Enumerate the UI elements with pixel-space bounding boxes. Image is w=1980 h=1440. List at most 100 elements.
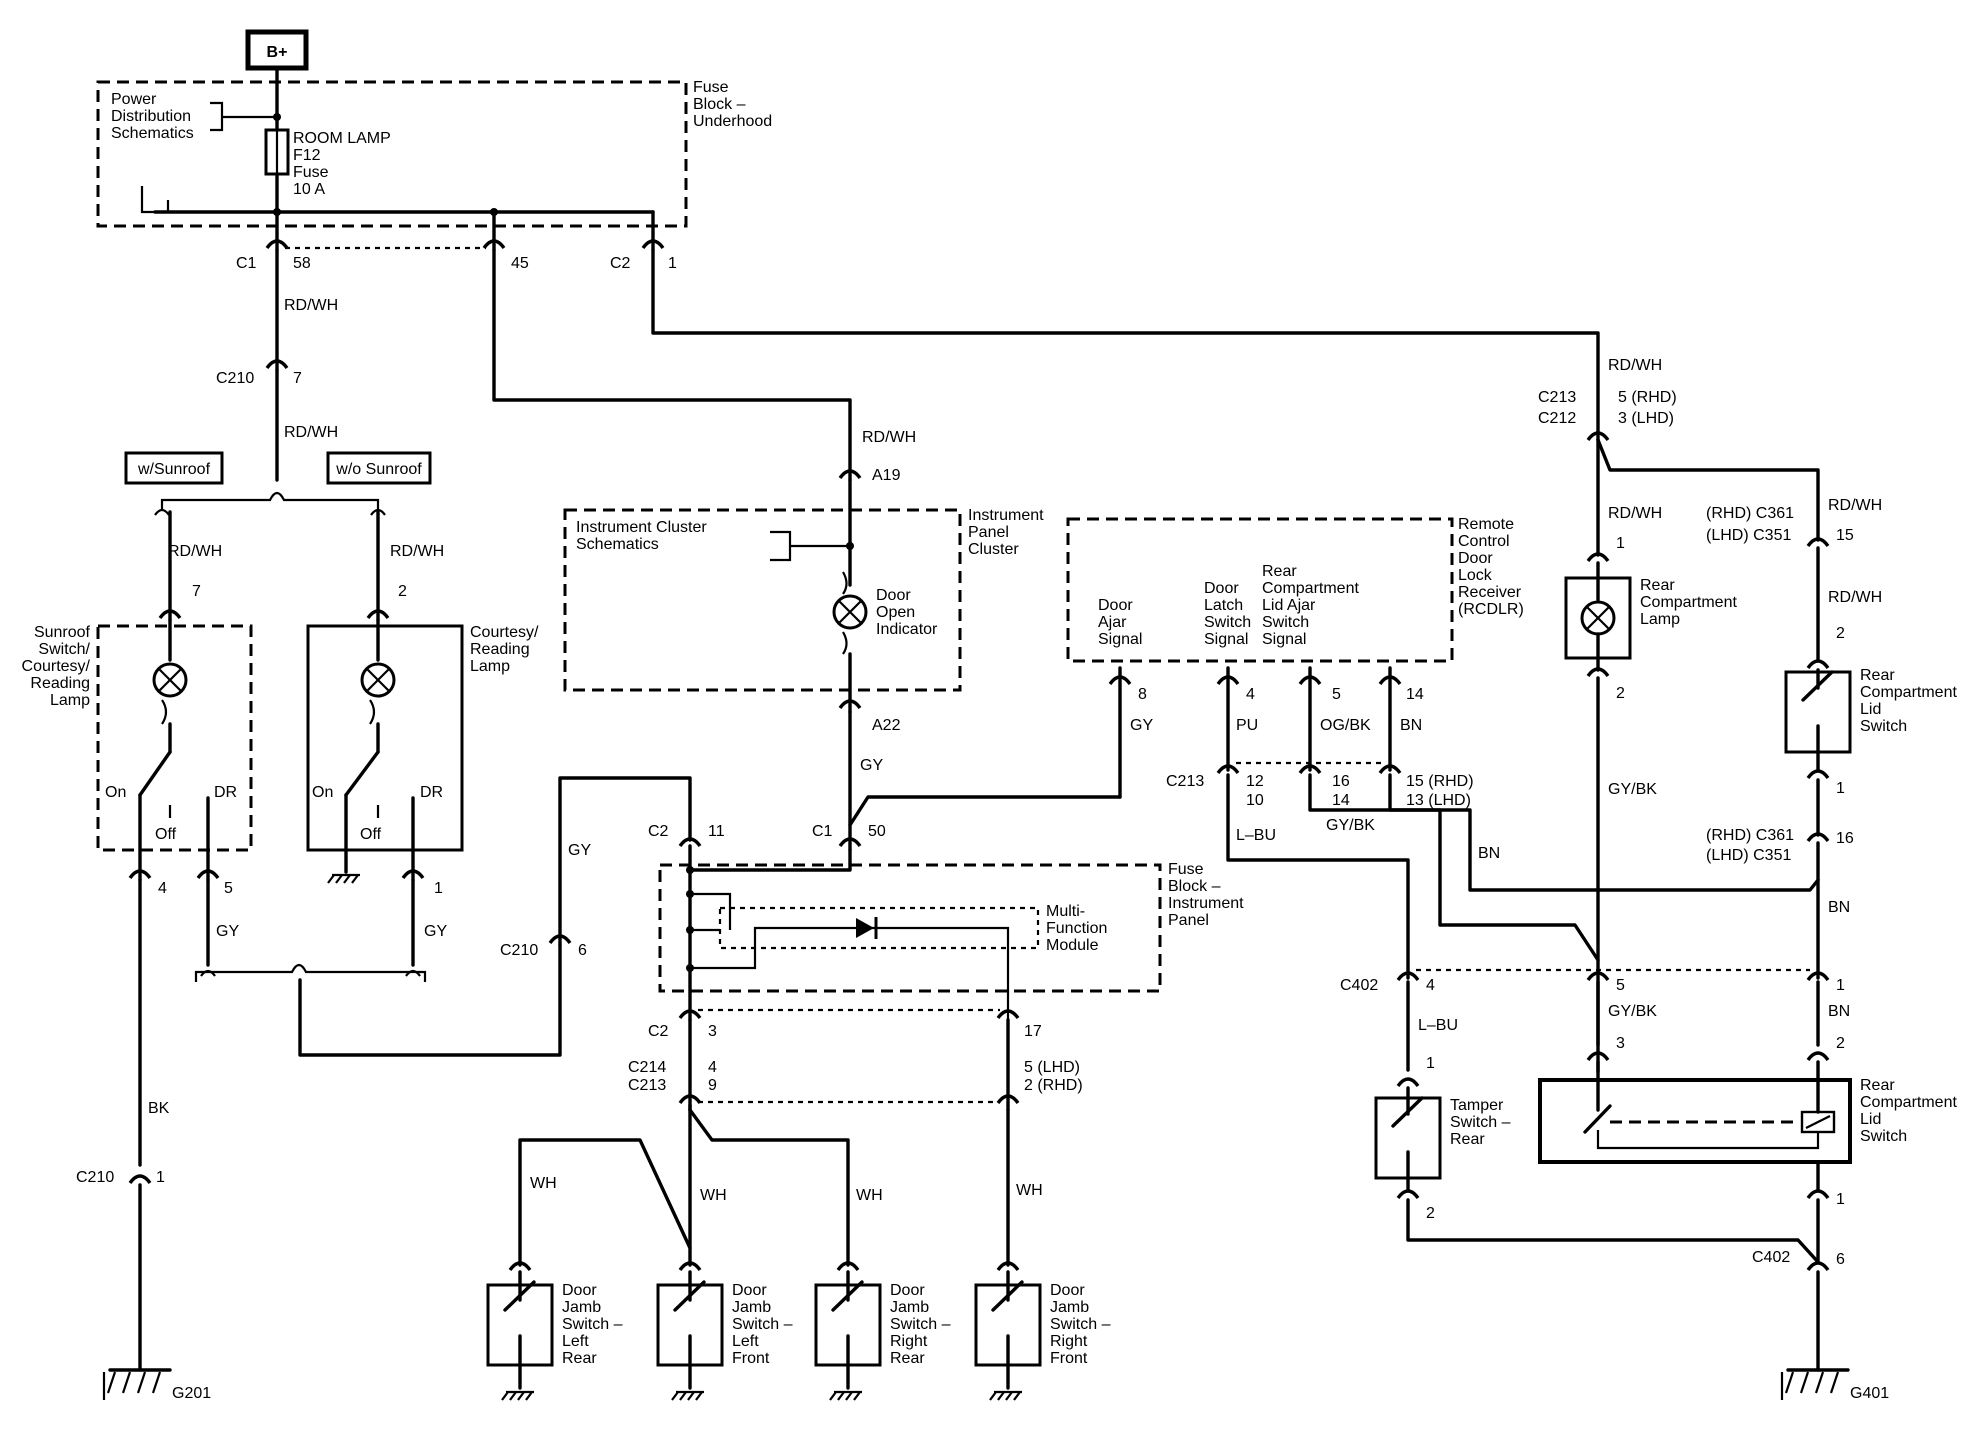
diagram-label: RD/WH	[390, 543, 444, 560]
diagram-label: C213	[628, 1077, 666, 1094]
diagram-label: Door	[1204, 580, 1239, 597]
diagram-label: 58	[293, 255, 311, 272]
diagram-label: 1	[1836, 780, 1845, 797]
diagram-label: Door	[562, 1282, 597, 1299]
diagram-label: BN	[1828, 899, 1850, 916]
rear-compartment-lid-switch-upper-label: Rear Compartment Lid Switch	[1860, 667, 1957, 735]
door-jamb-switch-right-front: Door Jamb Switch – Right Front	[974, 1261, 1111, 1402]
diagram-label: 14	[1406, 686, 1424, 703]
diagram-label: 14	[1332, 792, 1350, 809]
diagram-label: 5	[224, 880, 233, 897]
diagram-label: Left	[562, 1333, 589, 1350]
diagram-label: OG/BK	[1320, 717, 1371, 734]
diagram-label: GY/BK	[1608, 781, 1657, 798]
diagram-label: 1	[668, 255, 677, 272]
diagram-label: Switch	[1262, 614, 1309, 631]
diagram-label: 4	[1246, 686, 1255, 703]
diagram-label: Compartment	[1860, 1094, 1957, 1111]
diagram-label: Distribution	[111, 108, 191, 125]
diagram-label: Reading	[30, 675, 90, 692]
mfm-label: Multi- Function Module	[1046, 903, 1107, 954]
diagram-label: 4	[708, 1059, 717, 1076]
diagram-label: Compartment	[1640, 594, 1737, 611]
diagram-label: GY	[860, 757, 883, 774]
fuse-block-underhood-box	[96, 80, 688, 228]
diagram-label: RD/WH	[284, 297, 338, 314]
diagram-label: Door	[890, 1282, 925, 1299]
diagram-label: Lid	[1860, 1111, 1881, 1128]
diagram-label: Front	[1050, 1350, 1088, 1367]
diagram-label: Instrument Cluster	[576, 519, 707, 536]
diagram-label: Block –	[1168, 878, 1221, 895]
diagram-label: GY	[568, 842, 591, 859]
diagram-label: WH	[856, 1187, 883, 1204]
diagram-label: Rear	[562, 1350, 597, 1367]
diagram-label: Courtesy/	[22, 658, 91, 675]
courtesy-lamp-box	[306, 624, 464, 852]
diagram-label: Remote	[1458, 516, 1514, 533]
diagram-label: Front	[732, 1350, 770, 1367]
w-sunroof-tag: w/Sunroof	[124, 451, 224, 485]
diagram-label: 10 A	[293, 181, 325, 198]
diagram-label: 4	[1426, 977, 1435, 994]
sunroof-lamp-box	[96, 624, 253, 852]
diagram-label: Cluster	[968, 541, 1019, 558]
diagram-label: Switch/	[38, 641, 90, 658]
diagram-label: Reading	[470, 641, 530, 658]
diagram-label: Right	[1050, 1333, 1088, 1350]
diagram-label: Module	[1046, 937, 1099, 954]
diagram-label: Rear	[1860, 1077, 1895, 1094]
diagram-label: Rear	[890, 1350, 925, 1367]
diagram-label: Rear	[1450, 1131, 1485, 1148]
diagram-label: 4	[158, 880, 167, 897]
diagram-label: Door	[1458, 550, 1493, 567]
diagram-label: 1	[1616, 535, 1625, 552]
diagram-label: Fuse	[693, 79, 729, 96]
rear-compartment-lid-switch-lower-label: Rear Compartment Lid Switch	[1860, 1077, 1957, 1145]
diagram-label: C1	[236, 255, 257, 272]
diagram-label: 2	[1426, 1205, 1435, 1222]
diagram-label: Fuse	[293, 164, 329, 181]
diagram-label: Jamb	[562, 1299, 601, 1316]
diagram-label: G201	[172, 1385, 211, 1402]
diagram-label: Control	[1458, 533, 1510, 550]
rear-compartment-ajar-label: Rear Compartment Lid Ajar Switch Signal	[1262, 563, 1359, 648]
diagram-label: Lamp	[1640, 611, 1680, 628]
rcdlr-box	[1066, 517, 1454, 663]
fuse-block-ip-box	[658, 863, 1162, 993]
diagram-label: Switch	[1204, 614, 1251, 631]
door-jamb-switch-right-rear: Door Jamb Switch – Right Rear	[814, 1261, 951, 1402]
diagram-label: w/Sunroof	[137, 461, 211, 478]
diagram-label: Switch –	[1450, 1114, 1511, 1131]
diagram-label: On	[312, 784, 333, 801]
diagram-label: B+	[267, 44, 288, 61]
diagram-label: Lamp	[470, 658, 510, 675]
diagram-label: 5	[1616, 977, 1625, 994]
diagram-label: C210	[500, 942, 538, 959]
diagram-label: Schematics	[111, 125, 194, 142]
fuse-block-underhood-label: Fuse Block – Underhood	[693, 79, 772, 130]
diagram-label: Rear	[1860, 667, 1895, 684]
diagram-label: Lamp	[50, 692, 90, 709]
power-distribution-label: Power Distribution Schematics	[111, 91, 194, 142]
diagram-label: C210	[216, 370, 254, 387]
diagram-label: 5 (LHD)	[1024, 1059, 1080, 1076]
instrument-panel-cluster-box	[563, 508, 962, 692]
diagram-label: 7	[293, 370, 302, 387]
diagram-label: DR	[214, 784, 237, 801]
diagram-label: F12	[293, 147, 321, 164]
diagram-label: 7	[192, 583, 201, 600]
diagram-label: C210	[76, 1169, 114, 1186]
door-latch-signal-label: Door Latch Switch Signal	[1204, 580, 1251, 648]
diagram-label: C212	[1538, 410, 1576, 427]
diagram-label: RD/WH	[862, 429, 916, 446]
diagram-label: 45	[511, 255, 529, 272]
diagram-label: Signal	[1262, 631, 1306, 648]
diagram-label: Tamper	[1450, 1097, 1504, 1114]
diagram-label: BN	[1828, 1003, 1850, 1020]
diagram-label: A19	[872, 467, 901, 484]
diagram-label: Lock	[1458, 567, 1493, 584]
diagram-label: RD/WH	[1828, 497, 1882, 514]
diagram-label: Schematics	[576, 536, 659, 553]
